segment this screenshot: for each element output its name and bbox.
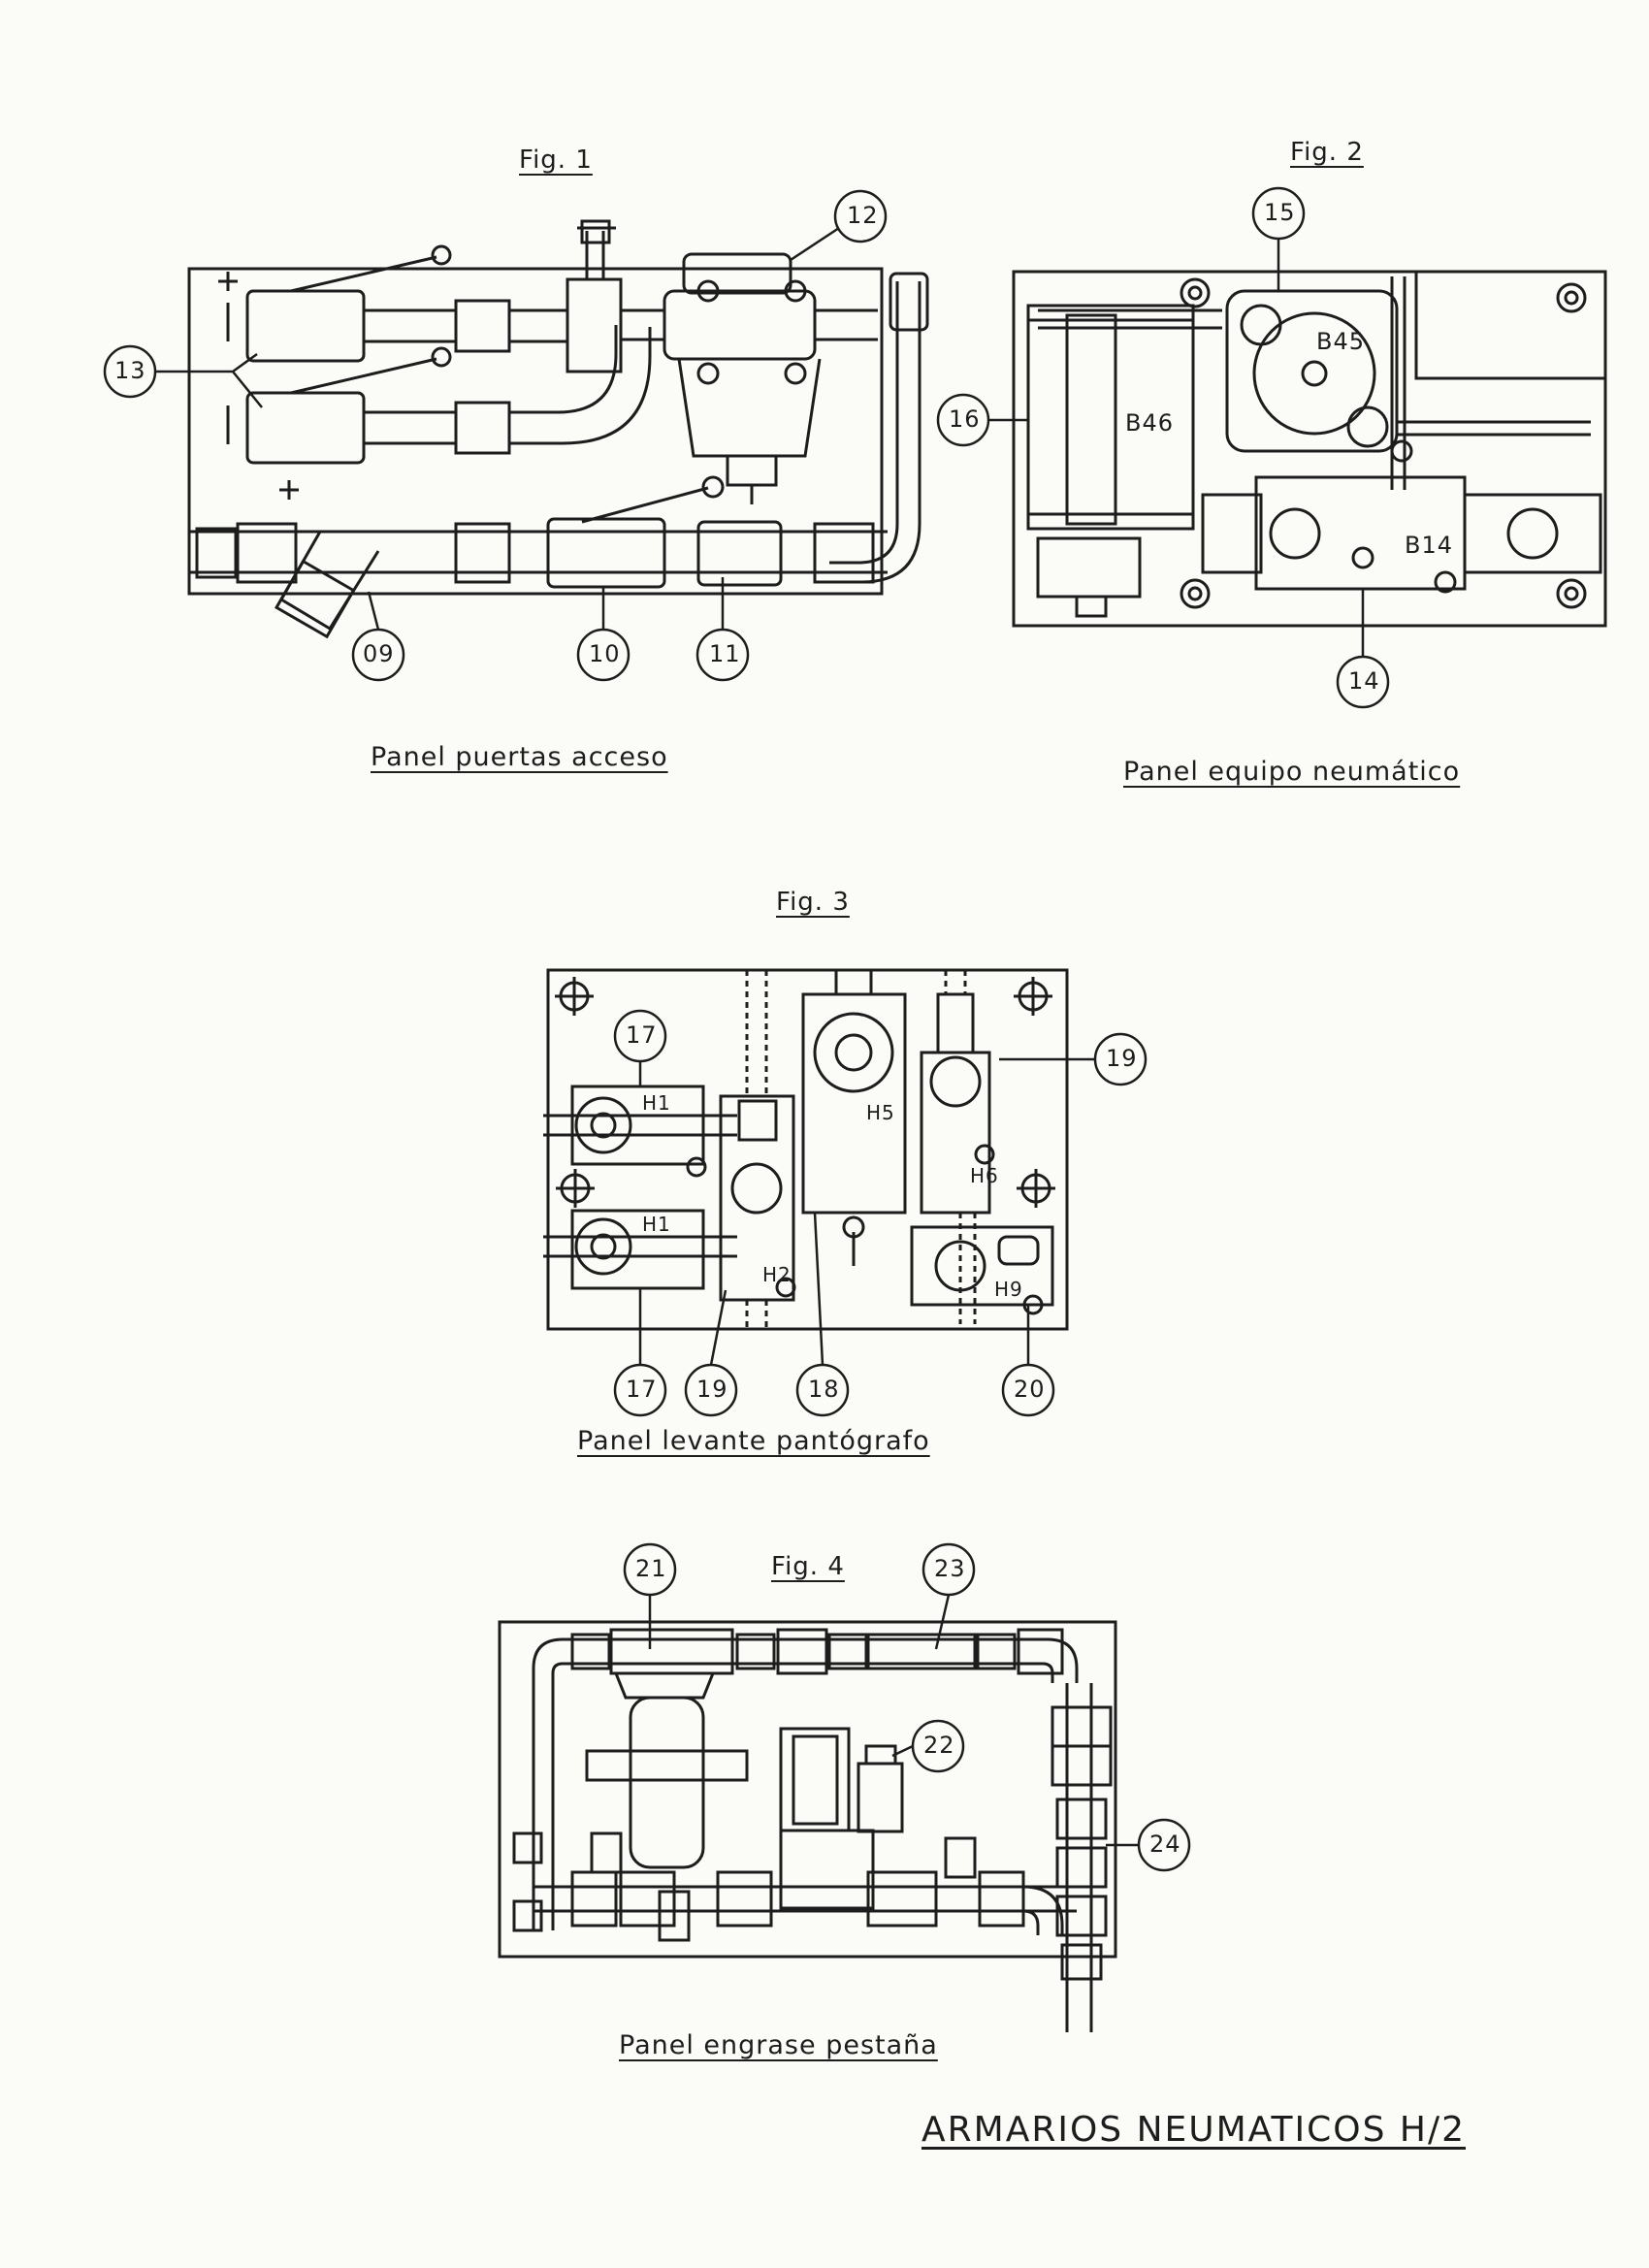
component-label-h6: H6: [970, 1164, 999, 1187]
fig2-label: Fig. 2: [1290, 138, 1364, 167]
callout-10: 10: [589, 640, 621, 667]
component-label-b46: B46: [1125, 409, 1175, 437]
component-label-h9: H9: [994, 1278, 1023, 1301]
sheet-title: ARMARIOS NEUMATICOS H/2: [922, 2110, 1466, 2150]
component-label-h1-bottom: H1: [642, 1213, 671, 1236]
callout-16: 16: [949, 405, 981, 433]
callout-23: 23: [934, 1555, 966, 1582]
callout-20: 20: [1014, 1376, 1046, 1403]
callout-17-bottom: 17: [626, 1376, 658, 1403]
callout-17-top: 17: [626, 1021, 658, 1049]
fig2-caption: Panel equipo neumático: [1123, 757, 1461, 787]
component-label-b45: B45: [1316, 328, 1366, 355]
fig3-label: Fig. 3: [776, 888, 850, 917]
fig1-drawing: [187, 219, 929, 639]
callout-19-right: 19: [1106, 1045, 1138, 1072]
callout-24: 24: [1149, 1831, 1181, 1858]
callout-11: 11: [709, 640, 741, 667]
callout-21: 21: [635, 1555, 667, 1582]
fig2-drawing: [1012, 270, 1607, 628]
fig4-caption: Panel engrase pestaña: [619, 2030, 938, 2060]
fig4-label: Fig. 4: [771, 1552, 845, 1581]
fig1-label: Fig. 1: [519, 146, 593, 175]
callout-09: 09: [363, 640, 395, 667]
fig3-drawing: [543, 968, 1069, 1331]
component-label-h2: H2: [762, 1263, 792, 1286]
fig1-caption: Panel puertas acceso: [371, 742, 668, 772]
callout-19-bottom: 19: [696, 1376, 728, 1403]
callout-15: 15: [1264, 199, 1296, 226]
fig3-caption: Panel levante pantógrafo: [577, 1426, 930, 1456]
callout-14: 14: [1348, 667, 1380, 695]
callout-markers: [103, 186, 1390, 1872]
callout-18: 18: [808, 1376, 840, 1403]
callout-13: 13: [114, 357, 146, 384]
component-label-b14: B14: [1405, 532, 1454, 559]
component-label-h1-top: H1: [642, 1091, 671, 1115]
callout-12: 12: [847, 202, 879, 229]
callout-22: 22: [923, 1732, 955, 1759]
component-label-h5: H5: [866, 1101, 895, 1124]
fig4-drawing: [498, 1620, 1117, 2032]
